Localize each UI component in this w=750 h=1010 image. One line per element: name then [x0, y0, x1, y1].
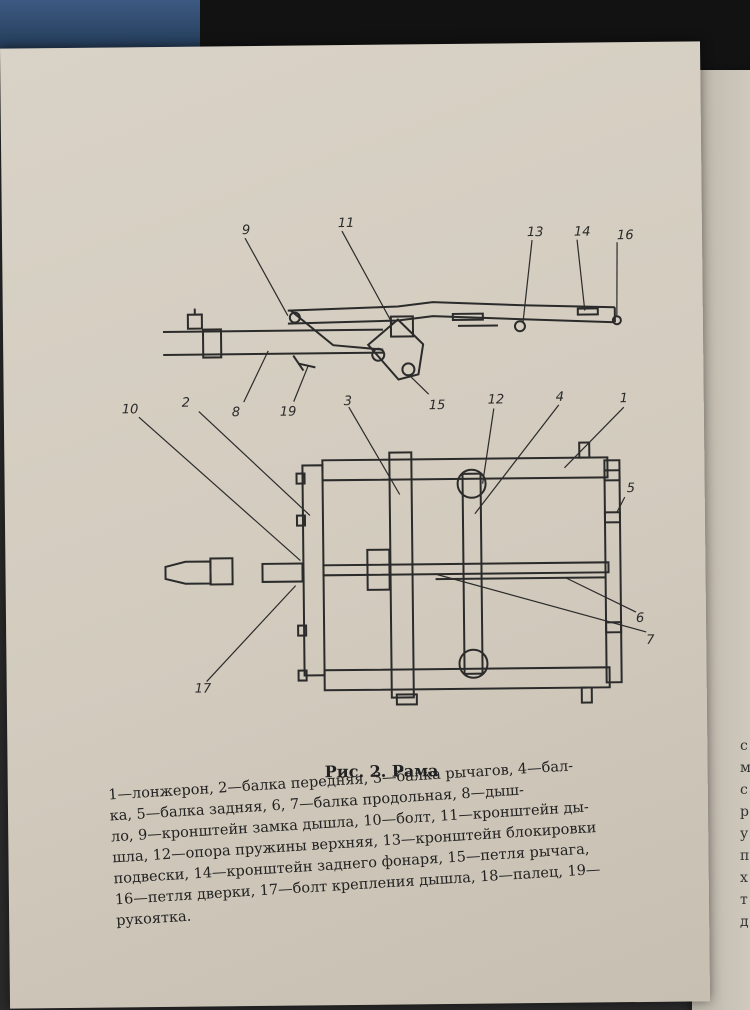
- label-15: 15: [429, 398, 446, 413]
- label-9: 9: [242, 223, 250, 238]
- label-12: 12: [488, 392, 505, 407]
- label-8: 8: [232, 405, 240, 420]
- next-page-letters: с м с р у п х т д: [740, 735, 750, 933]
- label-7: 7: [646, 633, 655, 648]
- label-6: 6: [636, 611, 644, 626]
- side-view: [163, 300, 622, 382]
- label-13: 13: [527, 225, 544, 240]
- label-14: 14: [574, 224, 591, 239]
- label-17: 17: [195, 681, 212, 696]
- label-10: 10: [122, 402, 139, 417]
- book-page: 9 11 13 14 16 8 19 15 10 2 3 12 4 1 5 6 …: [0, 41, 710, 1008]
- top-view: [137, 228, 647, 707]
- top-view-labels: 10 2 3 12 4 1 5 6 7 17: [122, 389, 656, 698]
- label-16: 16: [617, 228, 634, 243]
- label-19: 19: [280, 405, 297, 420]
- label-5: 5: [627, 481, 635, 496]
- label-11: 11: [338, 216, 355, 231]
- label-1: 1: [620, 391, 628, 406]
- label-4: 4: [556, 390, 564, 405]
- label-3: 3: [344, 394, 352, 409]
- label-2: 2: [182, 396, 190, 411]
